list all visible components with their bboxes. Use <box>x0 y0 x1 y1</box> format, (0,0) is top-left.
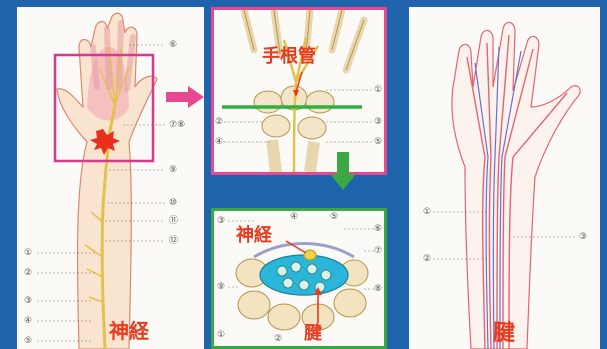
marker-3: ③ <box>24 296 33 306</box>
marker-9: ⑨ <box>169 165 178 175</box>
marker-4: ④ <box>290 212 299 222</box>
label-tendon: 腱 <box>304 323 322 344</box>
tendon-panel: ① ② ③ 腱 <box>409 7 600 349</box>
marker-2: ② <box>423 254 432 264</box>
marker-8: ⑧ <box>374 284 383 294</box>
marker-1: ① <box>24 248 33 258</box>
marker-12: ⑫ <box>169 236 179 246</box>
marker-3: ③ <box>374 117 383 127</box>
marker-5: ⑤ <box>374 137 383 147</box>
hand-nerve-panel: ⑥ ⑦⑧ ⑨ ⑩ ⑪ ⑫ ① ② ③ ④ ⑤ 神経 <box>17 7 204 349</box>
marker-10: ⑩ <box>169 198 178 208</box>
marker-1: ① <box>423 207 432 217</box>
label-nerve: 神経 <box>109 319 149 343</box>
marker-1: ① <box>217 330 226 340</box>
cross-section-illustration <box>228 220 374 331</box>
arrow-right-icon <box>166 86 204 108</box>
marker-4: ④ <box>24 316 33 326</box>
arrow-down-icon <box>330 152 356 190</box>
cross-section-panel: ③ ④ ⑤ ⑥ ⑦ ⑧ ⑨ ① ② 神経 腱 <box>211 208 387 349</box>
hand-arm-illustration <box>37 12 165 349</box>
label-nerve: 神経 <box>236 225 272 246</box>
marker-6: ⑥ <box>169 40 178 50</box>
marker-5: ⑤ <box>24 336 33 346</box>
marker-2: ② <box>274 334 283 344</box>
marker-7: ⑦ <box>374 246 383 256</box>
marker-3: ③ <box>217 216 226 226</box>
hand-tendon-illustration <box>433 21 581 349</box>
marker-11: ⑪ <box>169 216 179 226</box>
marker-4: ④ <box>215 137 224 147</box>
label-tendon: 腱 <box>493 321 516 346</box>
carpal-tunnel-panel: 手根管 ① ② ③ ④ ⑤ <box>211 7 387 175</box>
marker-9: ⑨ <box>217 282 226 292</box>
marker-3: ③ <box>579 232 588 242</box>
marker-6: ⑥ <box>374 224 383 234</box>
marker-2: ② <box>24 268 33 278</box>
marker-2: ② <box>215 117 224 127</box>
marker-1: ① <box>374 85 383 95</box>
marker-5: ⑤ <box>330 212 339 222</box>
wrist-bones-illustration <box>222 10 372 172</box>
label-carpal-tunnel: 手根管 <box>262 46 316 67</box>
marker-7-8: ⑦⑧ <box>169 120 186 130</box>
